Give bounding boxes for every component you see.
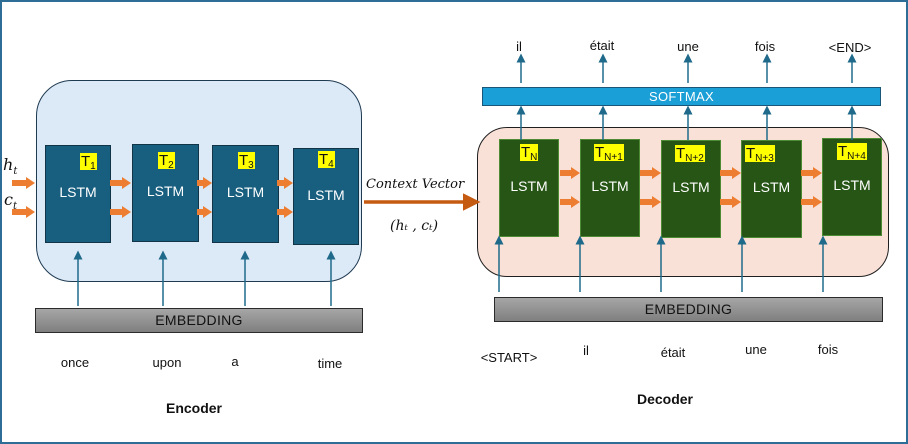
timestep-tag: TN+4 bbox=[837, 143, 867, 162]
decoder-cell-transfer-arrow bbox=[720, 196, 741, 208]
lstm-label: LSTM bbox=[146, 183, 185, 199]
lstm-label: LSTM bbox=[226, 184, 265, 200]
cell-state-input-label: ct bbox=[4, 190, 17, 213]
decoder-output-word: une bbox=[677, 39, 699, 54]
timestep-tag: T1 bbox=[80, 153, 97, 172]
decoder-input-word: <START> bbox=[480, 350, 538, 365]
decoder-input-word: fois bbox=[817, 342, 839, 357]
timestep-tag: T2 bbox=[158, 152, 175, 171]
encoder-hidden-transfer-arrow bbox=[110, 177, 131, 189]
encoder-hidden-transfer-arrow bbox=[277, 177, 293, 189]
decoder-hidden-transfer-arrow bbox=[560, 167, 580, 179]
decoder-hidden-transfer-arrow bbox=[720, 167, 741, 179]
decoder-lstm-cell-4: TN+3 LSTM bbox=[741, 140, 802, 238]
decoder-output-word: il bbox=[516, 39, 522, 54]
lstm-label: LSTM bbox=[591, 178, 629, 194]
context-state-label: (hₜ , cₜ) bbox=[390, 218, 439, 234]
hidden-state-arrow bbox=[12, 177, 35, 189]
decoder-hidden-transfer-arrow bbox=[640, 167, 661, 179]
timestep-tag: TN bbox=[520, 144, 539, 163]
timestep-tag: TN+2 bbox=[675, 145, 705, 164]
decoder-cell-transfer-arrow bbox=[640, 196, 661, 208]
lstm-label: LSTM bbox=[752, 179, 791, 195]
encoder-cell-transfer-arrow bbox=[110, 206, 131, 218]
decoder-hidden-transfer-arrow bbox=[801, 167, 822, 179]
decoder-output-word: était bbox=[589, 38, 615, 53]
encoder-lstm-cell-2: T2 LSTM bbox=[132, 144, 199, 242]
encoder-hidden-transfer-arrow bbox=[197, 177, 212, 189]
decoder-lstm-cell-5: TN+4 LSTM bbox=[822, 138, 882, 236]
encoder-input-word: a bbox=[231, 354, 239, 369]
lstm-label: LSTM bbox=[59, 184, 97, 200]
decoder-input-word: il bbox=[583, 343, 589, 358]
encoder-embedding-layer: EMBEDDING bbox=[35, 308, 363, 333]
decoder-cell-transfer-arrow bbox=[801, 196, 822, 208]
encoder-lstm-cell-1: T1 LSTM bbox=[45, 145, 111, 243]
hidden-state-input-label: ht bbox=[3, 155, 18, 178]
encoder-lstm-cell-3: T3 LSTM bbox=[212, 145, 279, 243]
timestep-tag: TN+3 bbox=[745, 145, 775, 164]
context-vector-label: Context Vector bbox=[366, 177, 465, 192]
encoder-input-word: upon bbox=[152, 355, 182, 370]
encoder-title: Encoder bbox=[165, 400, 223, 416]
decoder-input-word: était bbox=[660, 345, 686, 360]
encoder-input-word: once bbox=[60, 355, 90, 370]
lstm-label: LSTM bbox=[307, 187, 345, 203]
decoder-output-word: <END> bbox=[828, 40, 872, 55]
timestep-tag: T4 bbox=[318, 151, 335, 170]
decoder-title: Decoder bbox=[636, 391, 694, 407]
timestep-tag: T3 bbox=[238, 152, 255, 171]
decoder-input-word: une bbox=[745, 342, 767, 357]
encoder-input-word: time bbox=[317, 356, 343, 371]
softmax-layer: SOFTMAX bbox=[482, 87, 881, 106]
decoder-lstm-cell-2: TN+1 LSTM bbox=[580, 139, 640, 237]
lstm-label: LSTM bbox=[510, 178, 548, 194]
decoder-lstm-cell-1: TN LSTM bbox=[499, 139, 559, 237]
encoder-cell-transfer-arrow bbox=[277, 206, 293, 218]
decoder-output-word: fois bbox=[754, 39, 776, 54]
decoder-lstm-cell-3: TN+2 LSTM bbox=[661, 140, 721, 238]
decoder-embedding-layer: EMBEDDING bbox=[494, 297, 883, 322]
lstm-label: LSTM bbox=[833, 177, 871, 193]
cell-state-arrow bbox=[12, 206, 35, 218]
decoder-cell-transfer-arrow bbox=[560, 196, 580, 208]
timestep-tag: TN+1 bbox=[594, 144, 624, 163]
encoder-cell-transfer-arrow bbox=[197, 206, 212, 218]
lstm-label: LSTM bbox=[672, 179, 710, 195]
encoder-lstm-cell-4: T4 LSTM bbox=[293, 148, 359, 245]
